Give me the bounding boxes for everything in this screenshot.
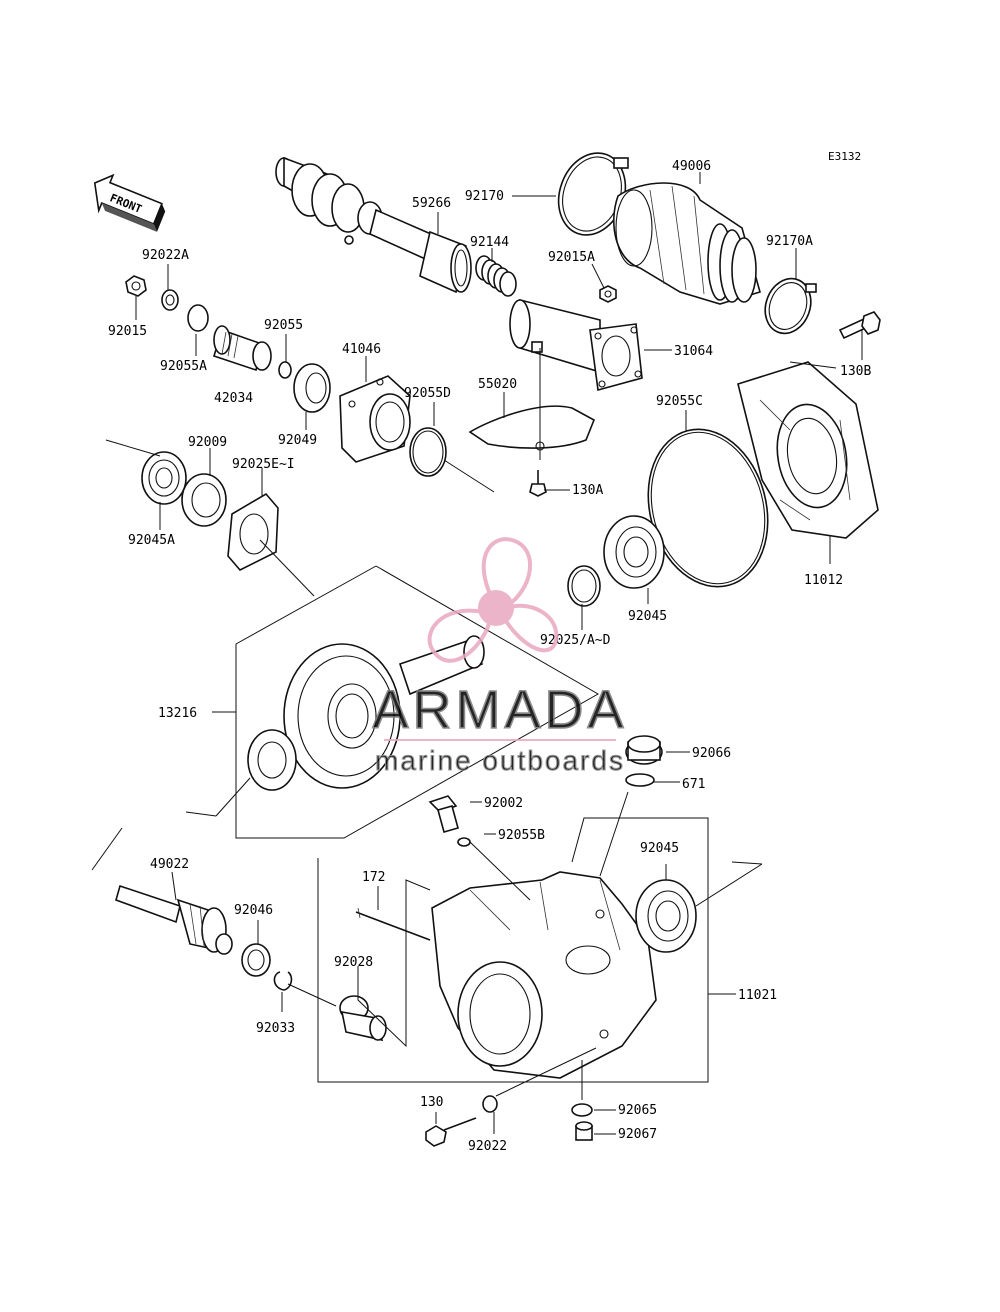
seal-92049 <box>293 363 331 413</box>
label-92046: 92046 <box>234 903 273 918</box>
label-92170: 92170 <box>465 189 504 204</box>
ring-92033 <box>273 971 293 991</box>
boot-49006 <box>613 182 761 305</box>
label-92055: 92055 <box>264 318 303 333</box>
label-92055C: 92055C <box>656 394 703 409</box>
clamp-92170A <box>764 277 817 335</box>
label-671: 671 <box>682 777 705 792</box>
label-92022: 92022 <box>468 1139 507 1154</box>
label-92025A: 92025/A~D <box>540 633 611 648</box>
diagram-code: E3132 <box>828 150 861 163</box>
label-42034: 42034 <box>214 391 253 406</box>
label-172: 172 <box>362 870 385 885</box>
bearing-92009 <box>181 473 227 527</box>
leader-lines <box>91 172 863 1135</box>
oring-92055 <box>278 361 292 379</box>
label-31064: 31064 <box>674 344 713 359</box>
label-55020: 55020 <box>478 377 517 392</box>
drive-shaft-59266 <box>275 156 472 294</box>
bearing-92046 <box>241 943 271 977</box>
label-92066: 92066 <box>692 746 731 761</box>
coupling-42034 <box>213 325 272 372</box>
label-49006: 49006 <box>672 159 711 174</box>
label-92055B: 92055B <box>498 828 545 843</box>
label-49022: 49022 <box>150 857 189 872</box>
clamp-92170 <box>557 152 629 236</box>
bolt-130 <box>425 1117 477 1147</box>
label-92067: 92067 <box>618 1127 657 1142</box>
bolt-130B <box>838 311 881 340</box>
oring-671 <box>625 773 655 787</box>
label-11021: 11021 <box>738 988 777 1003</box>
label-13216: 13216 <box>158 706 197 721</box>
label-59266: 59266 <box>412 196 451 211</box>
oring-92055B <box>457 837 471 847</box>
bearing-92045-lower <box>635 879 697 953</box>
bolt-130A <box>529 470 547 497</box>
label-92170A: 92170A <box>766 234 813 249</box>
label-130A: 130A <box>572 483 603 498</box>
plug-92067 <box>575 1121 593 1141</box>
label-92015: 92015 <box>108 324 147 339</box>
bearing-92045-upper <box>603 515 665 589</box>
plug-92002 <box>428 795 459 833</box>
label-11012: 11012 <box>804 573 843 588</box>
label-92045-upper: 92045 <box>628 609 667 624</box>
front-arrow-icon: FRONT <box>93 173 166 232</box>
watermark-tagline: marine outboards <box>375 745 625 776</box>
label-92009: 92009 <box>188 435 227 450</box>
label-130B: 130B <box>840 364 871 379</box>
label-92055A: 92055A <box>160 359 207 374</box>
plug-92066 <box>625 735 663 765</box>
oring-92055A <box>187 304 209 332</box>
label-92045A: 92045A <box>128 533 175 548</box>
gasket-92025E <box>227 492 279 571</box>
label-92055D: 92055D <box>404 386 451 401</box>
label-92045-lower: 92045 <box>640 841 679 856</box>
bearing-92045A <box>141 451 187 505</box>
label-92015A: 92015A <box>548 250 595 265</box>
nut-92015A <box>599 285 617 303</box>
bushing-92028 <box>339 995 387 1042</box>
label-92002: 92002 <box>484 796 523 811</box>
watermark-logo: ARMADA marine outboards <box>372 537 627 777</box>
label-92049: 92049 <box>278 433 317 448</box>
spring-92144 <box>475 255 517 297</box>
cover-55020 <box>468 405 596 451</box>
label-92065: 92065 <box>618 1103 657 1118</box>
gear-set-13216 <box>247 635 485 791</box>
pinion-49022 <box>115 884 233 955</box>
shim-92025A <box>567 565 601 607</box>
bearing-housing-41046 <box>339 375 411 463</box>
label-92144: 92144 <box>470 235 509 250</box>
label-92033: 92033 <box>256 1021 295 1036</box>
label-92025E: 92025E~I <box>232 457 295 472</box>
label-41046: 41046 <box>342 342 381 357</box>
watermark-brand: ARMADA <box>372 680 627 740</box>
label-92028: 92028 <box>334 955 373 970</box>
housing-31064 <box>509 298 643 392</box>
stud-172 <box>355 907 431 941</box>
washer-92022 <box>482 1095 498 1113</box>
nut-92015 <box>125 275 147 297</box>
label-130: 130 <box>420 1095 443 1110</box>
part-labels: 49006 92170 59266 92144 92015A 92170A 92… <box>108 159 871 1154</box>
propeller-icon <box>427 537 559 663</box>
case-11021 <box>431 871 657 1079</box>
oring-92055D <box>409 427 447 477</box>
label-92022A: 92022A <box>142 248 189 263</box>
washer-92022A <box>161 289 179 311</box>
washer-92065 <box>571 1103 593 1117</box>
cover-11012 <box>737 361 879 539</box>
